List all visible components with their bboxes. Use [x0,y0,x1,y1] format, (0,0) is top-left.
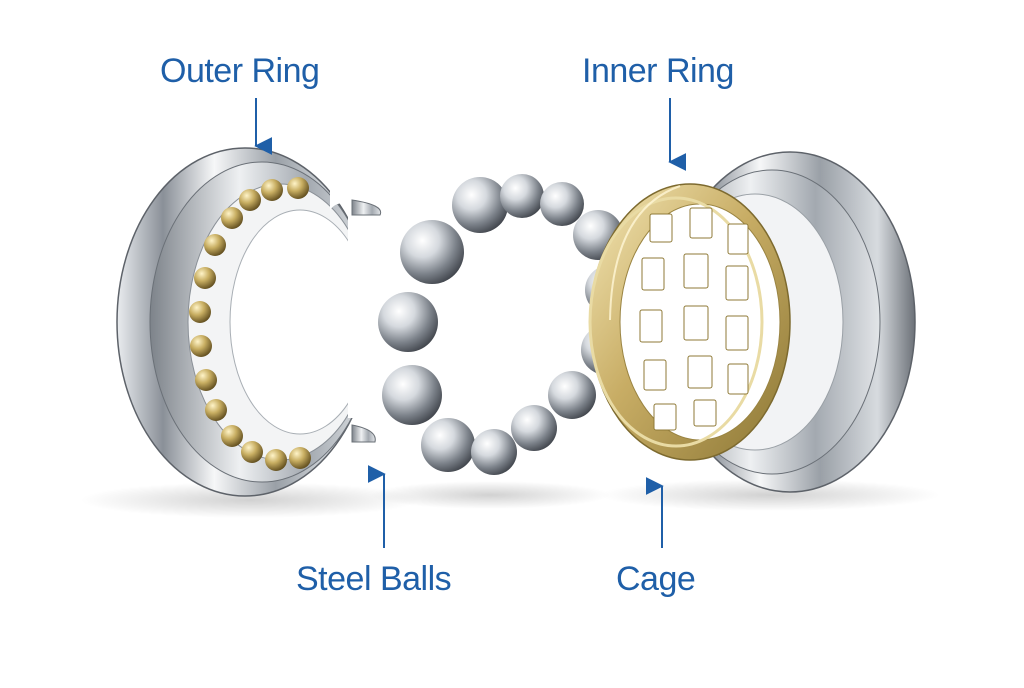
cage [588,183,791,461]
inner-ring-shadow [600,479,940,511]
outer-ring-inner-balls [189,177,311,471]
steel-balls-label: Steel Balls [296,560,452,598]
outer-ring-shadow [80,482,420,518]
balls-shadow [370,481,610,509]
cage-pockets [639,207,749,431]
inner-ring-label: Inner Ring [582,52,734,90]
cage-label: Cage [616,560,696,598]
outer-ring-label: Outer Ring [160,52,320,90]
outer-ring [116,147,388,497]
